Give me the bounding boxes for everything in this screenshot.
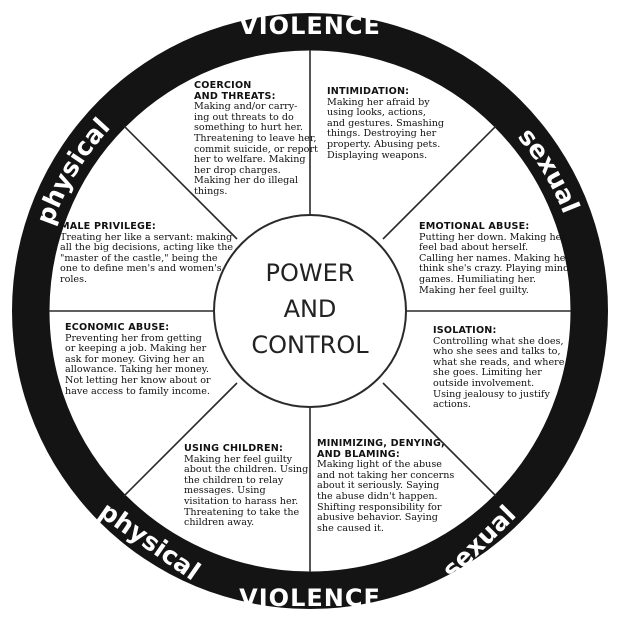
body-line: Treating her like a servant: making (60, 231, 233, 243)
body-line: and not taking her concerns (317, 469, 455, 481)
body-line: abusive behavior. Saying (317, 512, 438, 524)
body-line: property. Abusing pets. (327, 138, 441, 150)
body-line: actions. (433, 399, 471, 411)
segment-intimidation-title: INTIMIDATION: (327, 86, 444, 98)
segment-intimidation-body: Making her afraid by using looks, action… (327, 96, 445, 162)
segment-children-title: USING CHILDREN: (184, 443, 308, 455)
body-line: ask for money. Giving her an (65, 353, 205, 365)
title-line: MINIMIZING, DENYING, (317, 438, 445, 449)
segment-privilege-body: Treating her like a servant: making all … (60, 231, 234, 286)
title-line: INTIMIDATION: (327, 86, 410, 97)
center-line-3: CONTROL (251, 331, 369, 359)
spoke-upper-left (123, 125, 238, 240)
segment-emotional-body: Putting her down. Making her feel bad ab… (419, 231, 571, 297)
spoke-lower-left (123, 382, 238, 497)
segment-emotional-title: EMOTIONAL ABUSE: (419, 221, 570, 233)
body-line: and gestures. Smashing (327, 117, 445, 129)
body-line: all the big decisions, acting like the (60, 242, 234, 254)
segment-intimidation: INTIMIDATION: Making her afraid by using… (327, 86, 445, 162)
body-line: messages. Using (184, 485, 266, 497)
title-line: ECONOMIC ABUSE: (65, 322, 170, 333)
body-line: things. (194, 185, 228, 197)
body-line: Putting her down. Making her (419, 231, 566, 243)
body-line: "master of the castle," being the (60, 252, 218, 264)
title-line: ISOLATION: (433, 325, 497, 336)
body-line: Threatening to leave her, (194, 132, 317, 144)
body-line: allowance. Taking her money. (65, 364, 209, 376)
segment-economic-abuse: ECONOMIC ABUSE: Preventing her from gett… (65, 322, 211, 398)
body-line: about it seriously. Saying (317, 480, 440, 492)
body-line: she caused it. (317, 522, 384, 534)
body-line: Making her feel guilty (184, 453, 293, 465)
body-line: her to welfare. Making (194, 154, 306, 166)
body-line: what she reads, and where (433, 356, 565, 368)
body-line: something to hurt her. (194, 122, 303, 134)
spokes (49, 50, 571, 572)
ring-label-bottom: VIOLENCE (239, 584, 381, 612)
body-line: Making her afraid by (327, 96, 430, 108)
body-line: Calling her names. Making her (419, 252, 571, 264)
body-line: about the children. Using (184, 464, 309, 476)
body-line: Controlling what she does, (433, 335, 564, 347)
spoke-lower-right (382, 382, 497, 497)
body-line: commit suicide, or report (194, 143, 318, 155)
segment-coercion-body: Making and/or carry- ing out threats to … (194, 102, 318, 197)
body-line: Shifting responsibility for (317, 501, 442, 513)
segment-economic-body: Preventing her from getting or keeping a… (65, 332, 211, 398)
title-line: USING CHILDREN: (184, 443, 284, 454)
body-line: Making her do illegal (194, 175, 299, 187)
segment-using-children: USING CHILDREN: Making her feel guilty a… (184, 443, 309, 529)
body-line: Threatening to take the (184, 506, 300, 518)
body-line: visitation to harass her. (184, 495, 299, 507)
title-line: AND THREATS: (194, 90, 276, 102)
body-line: Making light of the abuse (317, 459, 442, 471)
body-line: roles. (60, 273, 88, 285)
title-line: COERCION (194, 80, 252, 91)
body-line: who she sees and talks to, (433, 346, 561, 358)
body-line: ing out threats to do (194, 111, 294, 123)
body-line: Making and/or carry- (194, 101, 298, 113)
body-line: one to define men's and women's (60, 263, 222, 275)
title-line: EMOTIONAL ABUSE: (419, 221, 530, 232)
segment-coercion-title: COERCION AND THREATS: (194, 80, 318, 102)
segment-isolation: ISOLATION: Controlling what she does, wh… (433, 325, 565, 411)
body-line: Using jealousy to justify (433, 388, 550, 400)
center-line-1: POWER (266, 259, 355, 287)
title-line: MALE PRIVILEGE: (60, 221, 156, 232)
body-line: the children to relay (184, 474, 284, 486)
body-line: have access to family income. (65, 385, 210, 397)
body-line: Not letting her know about or (65, 374, 211, 386)
body-line: outside involvement. (433, 377, 535, 389)
body-line: the abuse didn't happen. (317, 490, 438, 502)
body-line: or keeping a job. Making her (65, 343, 207, 355)
body-line: games. Humiliating her. (419, 273, 536, 285)
segment-economic-title: ECONOMIC ABUSE: (65, 322, 211, 334)
body-line: Preventing her from getting (65, 332, 202, 344)
segment-emotional-abuse: EMOTIONAL ABUSE: Putting her down. Makin… (419, 221, 571, 297)
body-line: using looks, actions, (327, 107, 426, 119)
segment-male-privilege: MALE PRIVILEGE: Treating her like a serv… (60, 221, 234, 286)
center-line-2: AND (284, 295, 337, 323)
segment-privilege-title: MALE PRIVILEGE: (60, 221, 233, 233)
body-line: things. Destroying her (327, 128, 437, 140)
body-line: Displaying weapons. (327, 149, 428, 161)
spoke-upper-right (382, 125, 497, 240)
center-hub (213, 214, 407, 408)
segment-isolation-body: Controlling what she does, who she sees … (433, 335, 565, 411)
segment-minimizing-title: MINIMIZING, DENYING, AND BLAMING: (317, 438, 454, 460)
body-line: feel bad about herself. (419, 242, 529, 254)
body-line: Making her feel guilty. (419, 284, 529, 296)
body-line: think she's crazy. Playing mind (419, 263, 570, 275)
segment-minimizing-body: Making light of the abuse and not taking… (317, 460, 454, 534)
ring-label-top: VIOLENCE (239, 12, 381, 40)
body-line: her drop charges. (194, 164, 281, 176)
segment-minimizing: MINIMIZING, DENYING, AND BLAMING: Making… (317, 438, 454, 534)
segment-children-body: Making her feel guilty about the childre… (184, 453, 309, 529)
segment-isolation-title: ISOLATION: (433, 325, 564, 337)
body-line: she goes. Limiting her (433, 367, 542, 379)
segment-coercion: COERCION AND THREATS: Making and/or carr… (194, 80, 318, 198)
title-line: AND BLAMING: (317, 448, 400, 460)
body-line: children away. (184, 517, 255, 529)
